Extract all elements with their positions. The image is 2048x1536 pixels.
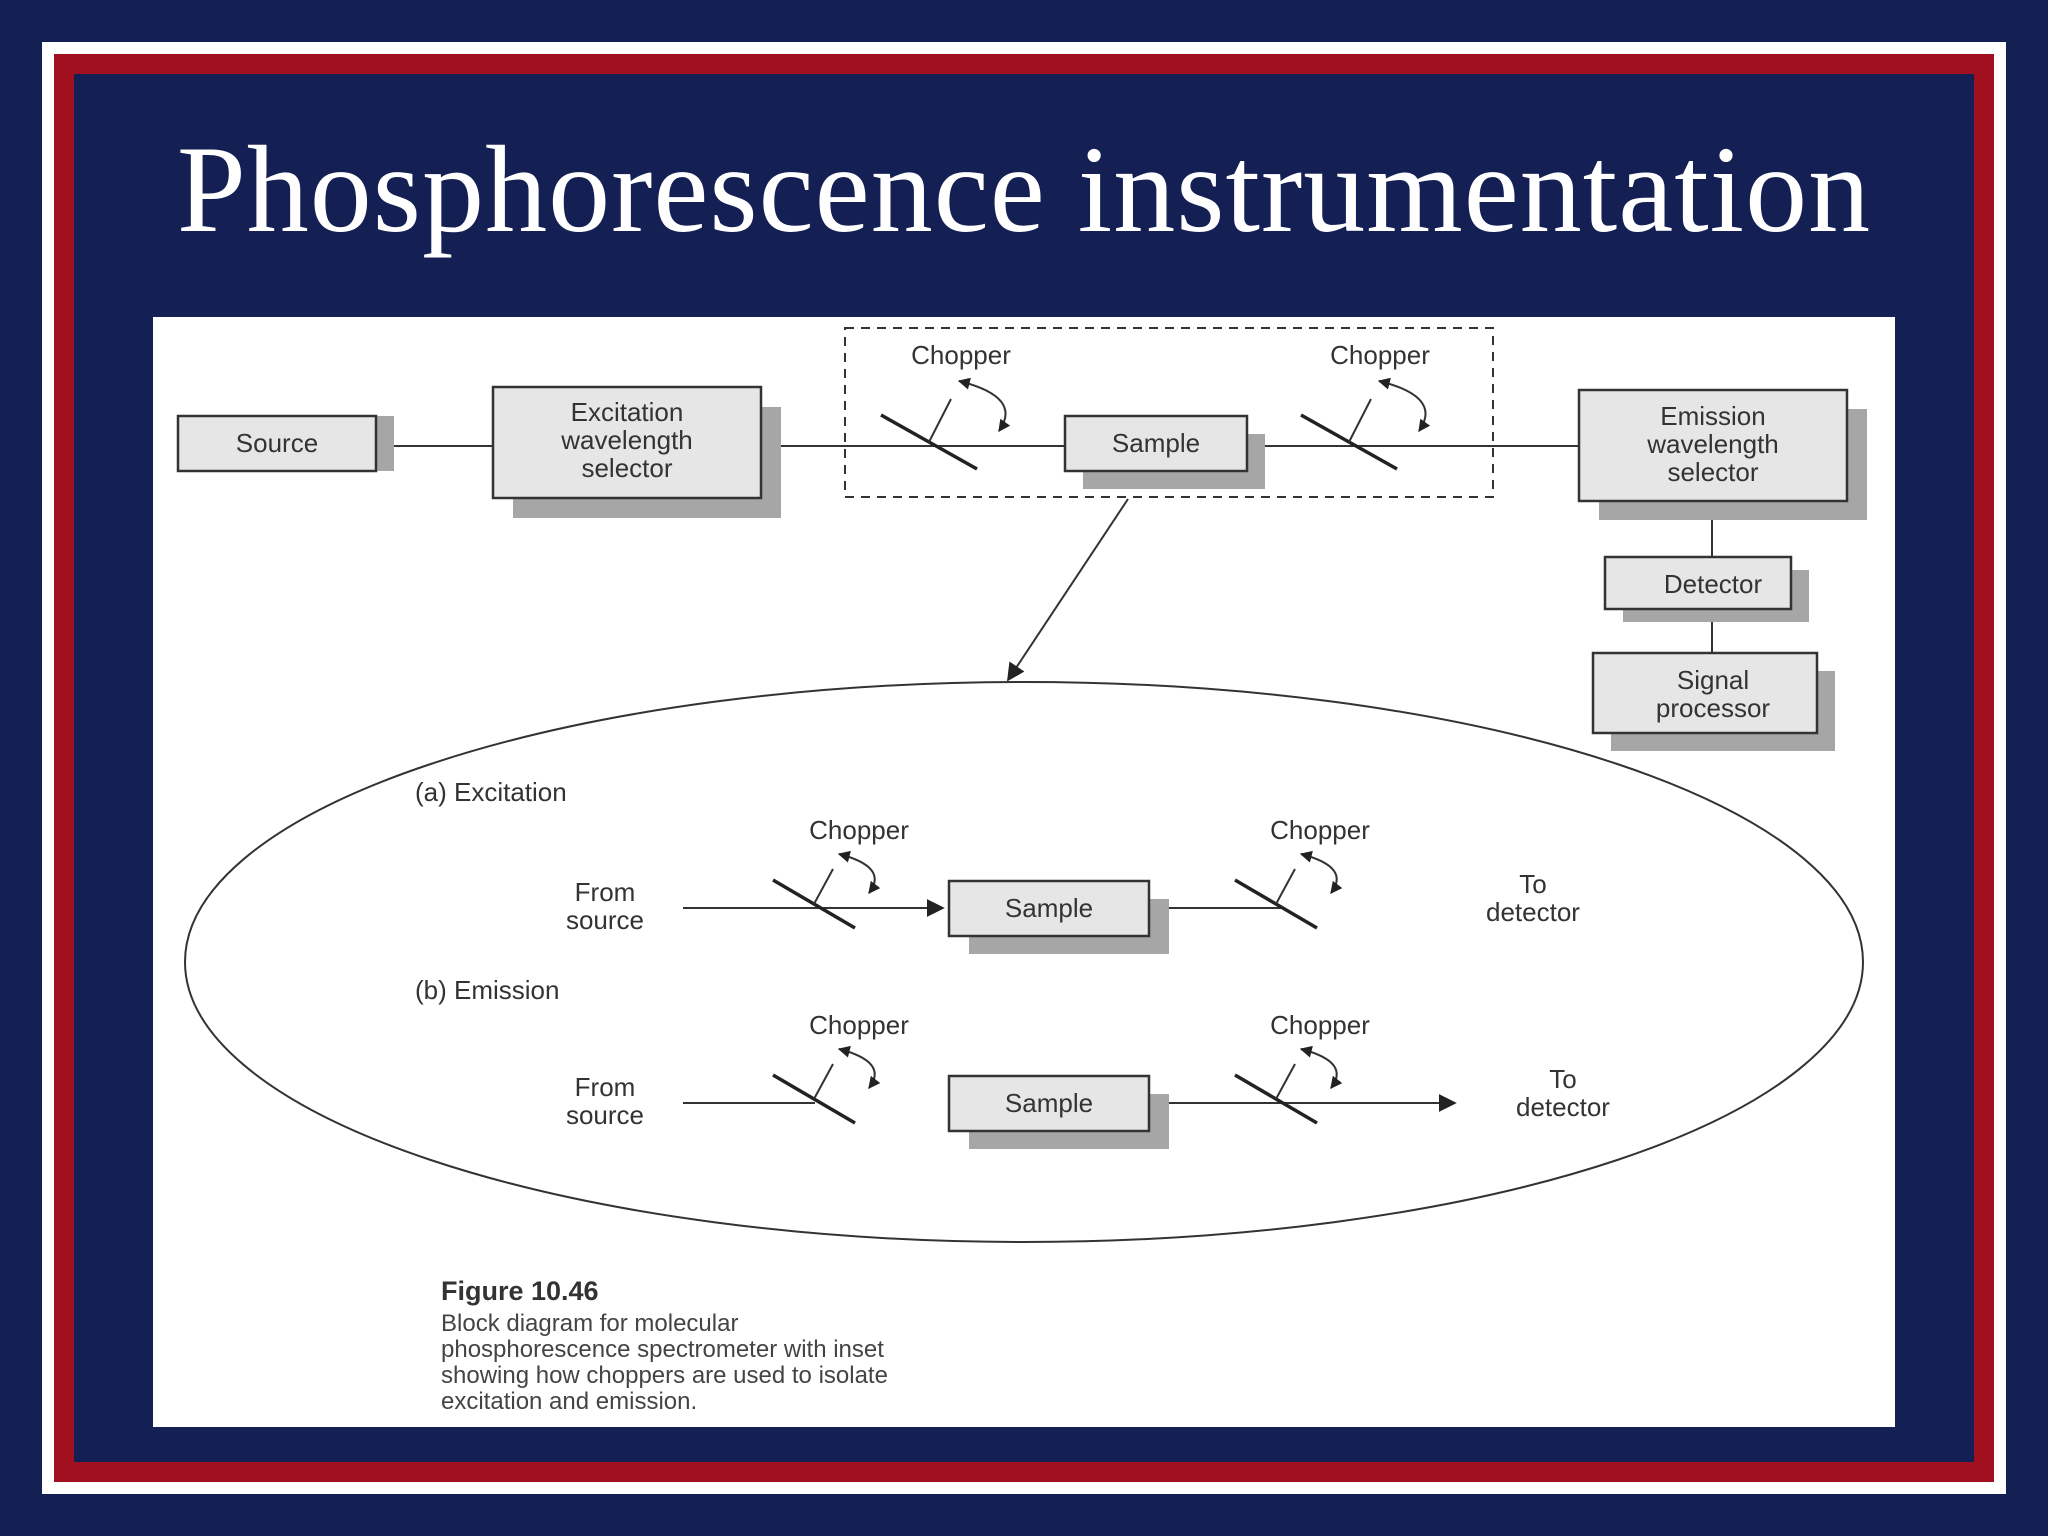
excitation-from-source-1: From <box>575 877 636 907</box>
emission-selector-label-3: selector <box>1667 457 1758 487</box>
chopper-shaft <box>1348 398 1372 443</box>
excitation-chopper-right-label: Chopper <box>1270 815 1370 845</box>
figure-panel: Source Excitation wavelength selector Ch… <box>153 317 1895 1427</box>
emission-selector-label-2: wavelength <box>1646 429 1779 459</box>
excitation-sample-label: Sample <box>1005 893 1093 923</box>
rotation-arrow-icon <box>1299 1045 1343 1089</box>
excitation-selector-label-1: Excitation <box>571 397 684 427</box>
excitation-to-detector-1: To <box>1519 869 1546 899</box>
figure-caption-line-3: showing how choppers are used to isolate <box>441 1362 888 1389</box>
emission-sample-label: Sample <box>1005 1088 1093 1118</box>
emission-selector-label-1: Emission <box>1660 401 1765 431</box>
excitation-heading: (a) Excitation <box>415 777 567 807</box>
chopper-top-right: Chopper <box>1300 340 1431 471</box>
emission-chopper-left-label: Chopper <box>809 1010 909 1040</box>
excitation-selector-label-3: selector <box>581 453 672 483</box>
emission-heading: (b) Emission <box>415 975 559 1005</box>
detector-block: Detector <box>1603 555 1809 622</box>
signal-processor-label-2: processor <box>1656 693 1770 723</box>
figure-caption-title: Figure 10.46 <box>441 1276 599 1306</box>
slide-title: Phosphorescence instrumentation <box>176 121 1872 258</box>
chopper-top-right-label: Chopper <box>1330 340 1430 370</box>
excitation-chopper-left <box>772 850 881 930</box>
figure-caption-line-1: Block diagram for molecular <box>441 1310 738 1337</box>
emission-chopper-right-label: Chopper <box>1270 1010 1370 1040</box>
emission-to-detector-1: To <box>1549 1064 1576 1094</box>
excitation-to-detector-2: detector <box>1486 897 1580 927</box>
excitation-chopper-left-label: Chopper <box>809 815 909 845</box>
emission-chopper-left <box>772 1045 881 1125</box>
detector-label: Detector <box>1664 569 1763 599</box>
rotation-arrow-icon <box>1377 377 1431 432</box>
block-diagram: Source Excitation wavelength selector Ch… <box>176 327 1867 1415</box>
emission-chopper-right <box>1234 1045 1343 1125</box>
rotation-arrow-icon <box>1299 850 1343 894</box>
emission-selector-block: Emission wavelength selector <box>1577 388 1867 520</box>
excitation-selector-label-2: wavelength <box>560 425 693 455</box>
sample-top-block: Sample <box>1063 414 1265 489</box>
excitation-sample-block: Sample <box>947 879 1169 954</box>
inset-ellipse <box>184 681 1864 1243</box>
chopper-shaft <box>928 398 952 443</box>
figure-caption-line-4: excitation and emission. <box>441 1388 697 1415</box>
signal-processor-block: Signal processor <box>1591 651 1835 751</box>
chopper-top-left-label: Chopper <box>911 340 1011 370</box>
figure-caption-line-2: phosphorescence spectrometer with inset <box>441 1336 884 1363</box>
source-block: Source <box>176 414 394 473</box>
inset-callout-arrow <box>1007 498 1129 682</box>
sample-top-label: Sample <box>1112 428 1200 458</box>
emission-to-detector-2: detector <box>1516 1092 1610 1122</box>
rotation-arrow-icon <box>837 1045 881 1089</box>
signal-processor-label-1: Signal <box>1677 665 1749 695</box>
emission-sample-block: Sample <box>947 1074 1169 1149</box>
rotation-arrow-icon <box>957 377 1011 432</box>
excitation-chopper-right <box>1234 850 1343 930</box>
rotation-arrow-icon <box>837 850 881 894</box>
excitation-from-source-2: source <box>566 905 644 935</box>
chopper-compartment <box>844 327 1494 498</box>
excitation-selector-block: Excitation wavelength selector <box>491 385 781 518</box>
emission-from-source-1: From <box>575 1072 636 1102</box>
source-label: Source <box>236 428 318 458</box>
chopper-top-left: Chopper <box>880 340 1011 471</box>
emission-from-source-2: source <box>566 1100 644 1130</box>
